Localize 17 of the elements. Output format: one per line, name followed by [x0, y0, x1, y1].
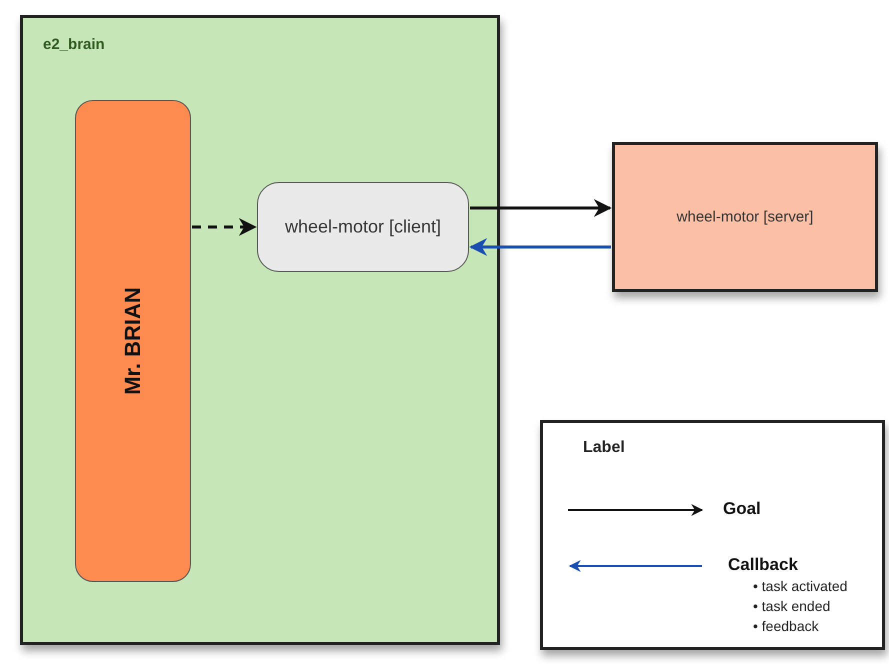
arrow: [192, 218, 257, 236]
legend-label: Goal: [723, 499, 761, 519]
node-label: Mr. BRIAN: [120, 287, 146, 395]
group-title: e2_brain: [43, 36, 105, 53]
process-box: [75, 100, 191, 582]
legend-note: • task activated: [753, 578, 848, 594]
process-box: [257, 182, 469, 272]
process-box: [612, 142, 878, 292]
legend-note: • feedback: [753, 618, 819, 634]
legend-note: • task ended: [753, 598, 830, 614]
arrow: [470, 199, 612, 217]
node-label: wheel-motor [server]: [676, 207, 814, 227]
legend-label: Callback: [728, 555, 798, 575]
node-label: wheel-motor [client]: [284, 215, 442, 238]
container-box: [20, 15, 500, 645]
legend-title: Label: [583, 439, 625, 457]
arrow: [469, 238, 611, 256]
